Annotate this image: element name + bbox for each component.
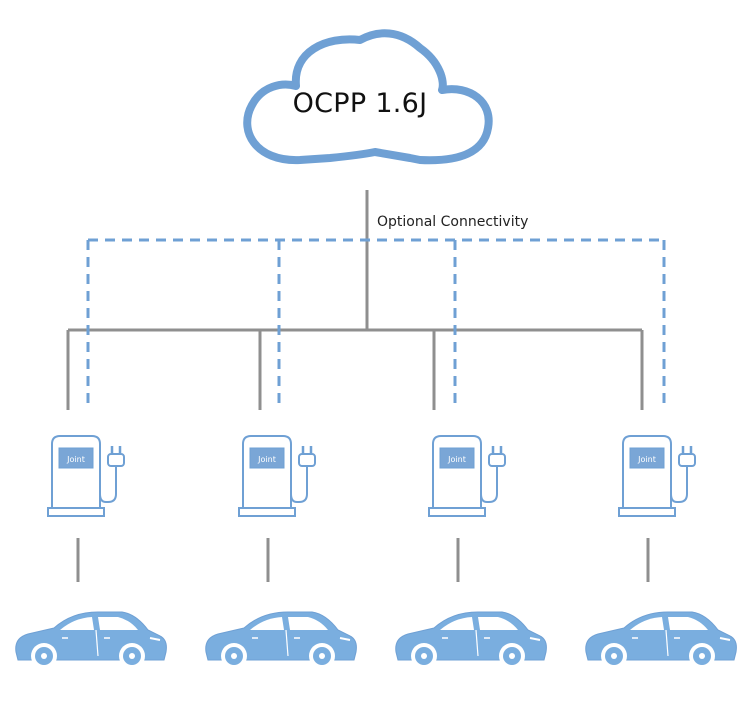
car-icon [394,611,548,670]
charging-station-icon: Joint [427,434,507,518]
charger-brand-label: Joint [257,455,276,464]
car-connectors [76,538,650,582]
charger-brand-label: Joint [66,455,85,464]
charger-brand-label: Joint [447,455,466,464]
cloud-label: OCPP 1.6J [292,88,428,119]
charging-station-icon: Joint [237,434,317,518]
car-icon [14,611,168,670]
car-icon [204,611,358,670]
charging-station-icon: Joint [46,434,126,518]
wired-network [66,190,644,410]
optional-connectivity-label: Optional Connectivity [377,214,529,230]
charger-brand-label: Joint [637,455,656,464]
cloud-icon [243,29,493,165]
optional-network [86,238,666,410]
car-icon [584,611,738,670]
charging-station-icon: Joint [617,434,697,518]
